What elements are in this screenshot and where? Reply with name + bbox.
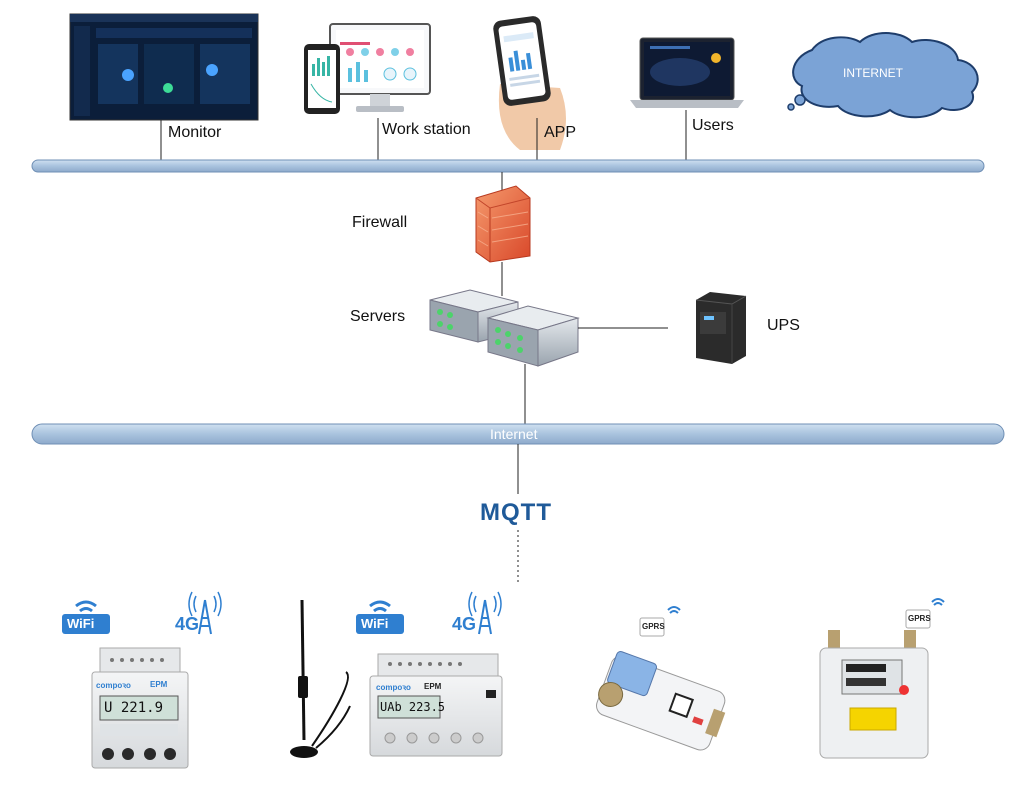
wifi-badge-1 bbox=[62, 600, 110, 634]
internet-bus-label: Internet bbox=[490, 426, 538, 442]
4g-badge-2-text: 4G bbox=[452, 614, 477, 634]
servers-label: Servers bbox=[350, 308, 406, 325]
ups-label: UPS bbox=[767, 317, 800, 334]
workstation-label: Work station bbox=[382, 121, 471, 138]
meter2-model: EPM bbox=[424, 682, 442, 691]
monitor-screen-icon bbox=[69, 13, 259, 121]
din-rail-meter-1 bbox=[91, 647, 189, 769]
servers-icon bbox=[429, 289, 580, 367]
meter1-model: EPM bbox=[150, 680, 168, 689]
gprs-badge-1-text: GPRS bbox=[642, 622, 665, 631]
mqtt-label: MQTT bbox=[480, 499, 552, 526]
top-connector-lines bbox=[160, 110, 687, 160]
gprs-water-meter bbox=[596, 606, 726, 751]
firewall-icon bbox=[475, 185, 531, 263]
meter2-brand: compoꝛo bbox=[376, 683, 411, 692]
workstation-icon bbox=[304, 23, 431, 114]
lan-bus bbox=[31, 159, 985, 173]
users-label: Users bbox=[692, 117, 734, 134]
gprs-badge-2-text: GPRS bbox=[908, 614, 931, 623]
4g-badge-1-text: 4G bbox=[175, 614, 200, 634]
meter2-display: UAb 223.5 bbox=[380, 700, 446, 714]
ups-icon bbox=[695, 292, 747, 364]
laptop-icon bbox=[630, 37, 744, 108]
app-phone-icon bbox=[493, 16, 566, 150]
cloud-label: INTERNET bbox=[843, 66, 903, 80]
meter1-display: U 221.9 bbox=[104, 700, 164, 716]
din-rail-meter-2 bbox=[369, 653, 503, 757]
firewall-label: Firewall bbox=[352, 214, 408, 231]
wifi-badge-2-text: WiFi bbox=[361, 616, 389, 631]
monitor-label: Monitor bbox=[168, 124, 222, 141]
internet-cloud-icon bbox=[787, 32, 979, 119]
wifi-badge-1-text: WiFi bbox=[67, 616, 95, 631]
gprs-gas-meter bbox=[819, 598, 945, 759]
wifi-badge-2 bbox=[356, 600, 404, 634]
meter1-brand: compoꝛo bbox=[96, 681, 131, 690]
4g-tower-icon-1 bbox=[188, 591, 222, 635]
antenna-icon bbox=[290, 599, 351, 758]
app-label: APP bbox=[544, 124, 577, 141]
4g-tower-icon-2 bbox=[468, 591, 502, 635]
